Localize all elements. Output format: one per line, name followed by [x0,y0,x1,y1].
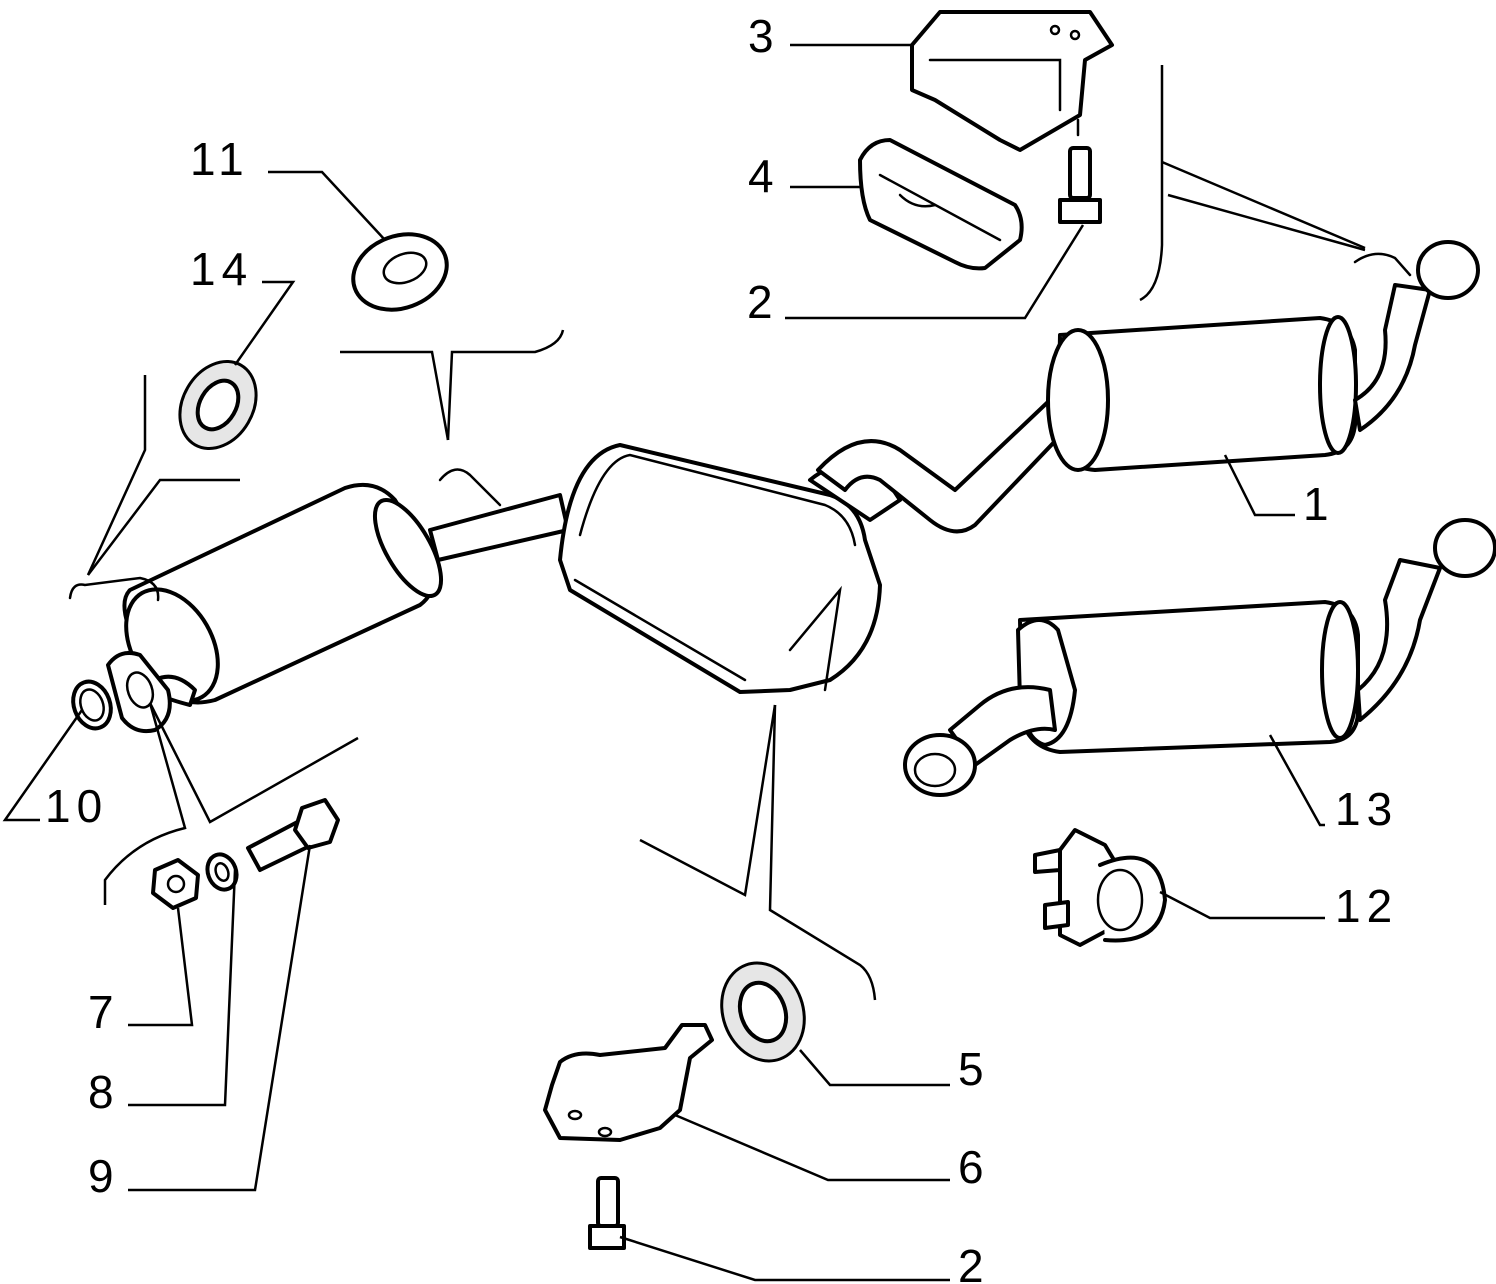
callout-14: 14 [190,243,253,295]
gasket-ring-14 [178,359,258,451]
callout-8: 8 [88,1066,120,1118]
bolt-9 [246,798,340,872]
callout-12: 12 [1335,880,1398,932]
callout-4: 4 [748,150,780,202]
bolt-2-top [1058,118,1102,224]
callout-9: 9 [88,1150,120,1202]
leader-lines [2,43,1366,1282]
washer-8 [205,852,239,892]
gasket-ring-10 [71,679,113,731]
bracket-3 [910,10,1114,152]
rubber-mount-4 [858,138,1024,271]
nut-7 [151,858,200,910]
rubber-hanger-11 [351,232,449,312]
callout-10: 10 [45,780,108,832]
callout-7: 7 [88,986,120,1038]
bracket-6 [543,1023,714,1142]
u-bolt-clamp-12 [1033,828,1167,947]
callout-2-bottom: 2 [958,1240,990,1284]
central-muffler [558,443,902,694]
callout-6: 6 [958,1141,990,1193]
callout-5: 5 [958,1043,990,1095]
callout-1: 1 [1303,478,1335,530]
callout-13: 13 [1335,783,1398,835]
rear-muffler-1 [1046,240,1480,472]
rear-muffler-13 [903,518,1496,797]
callout-3: 3 [748,10,780,62]
callout-2-top: 2 [747,276,779,328]
bolt-2-bottom [588,1176,626,1250]
callout-numbers: 1 2 2 3 4 5 6 7 8 9 10 11 12 13 14 [45,10,1398,1284]
gasket-ring-5 [720,961,806,1063]
callout-11: 11 [190,133,250,185]
